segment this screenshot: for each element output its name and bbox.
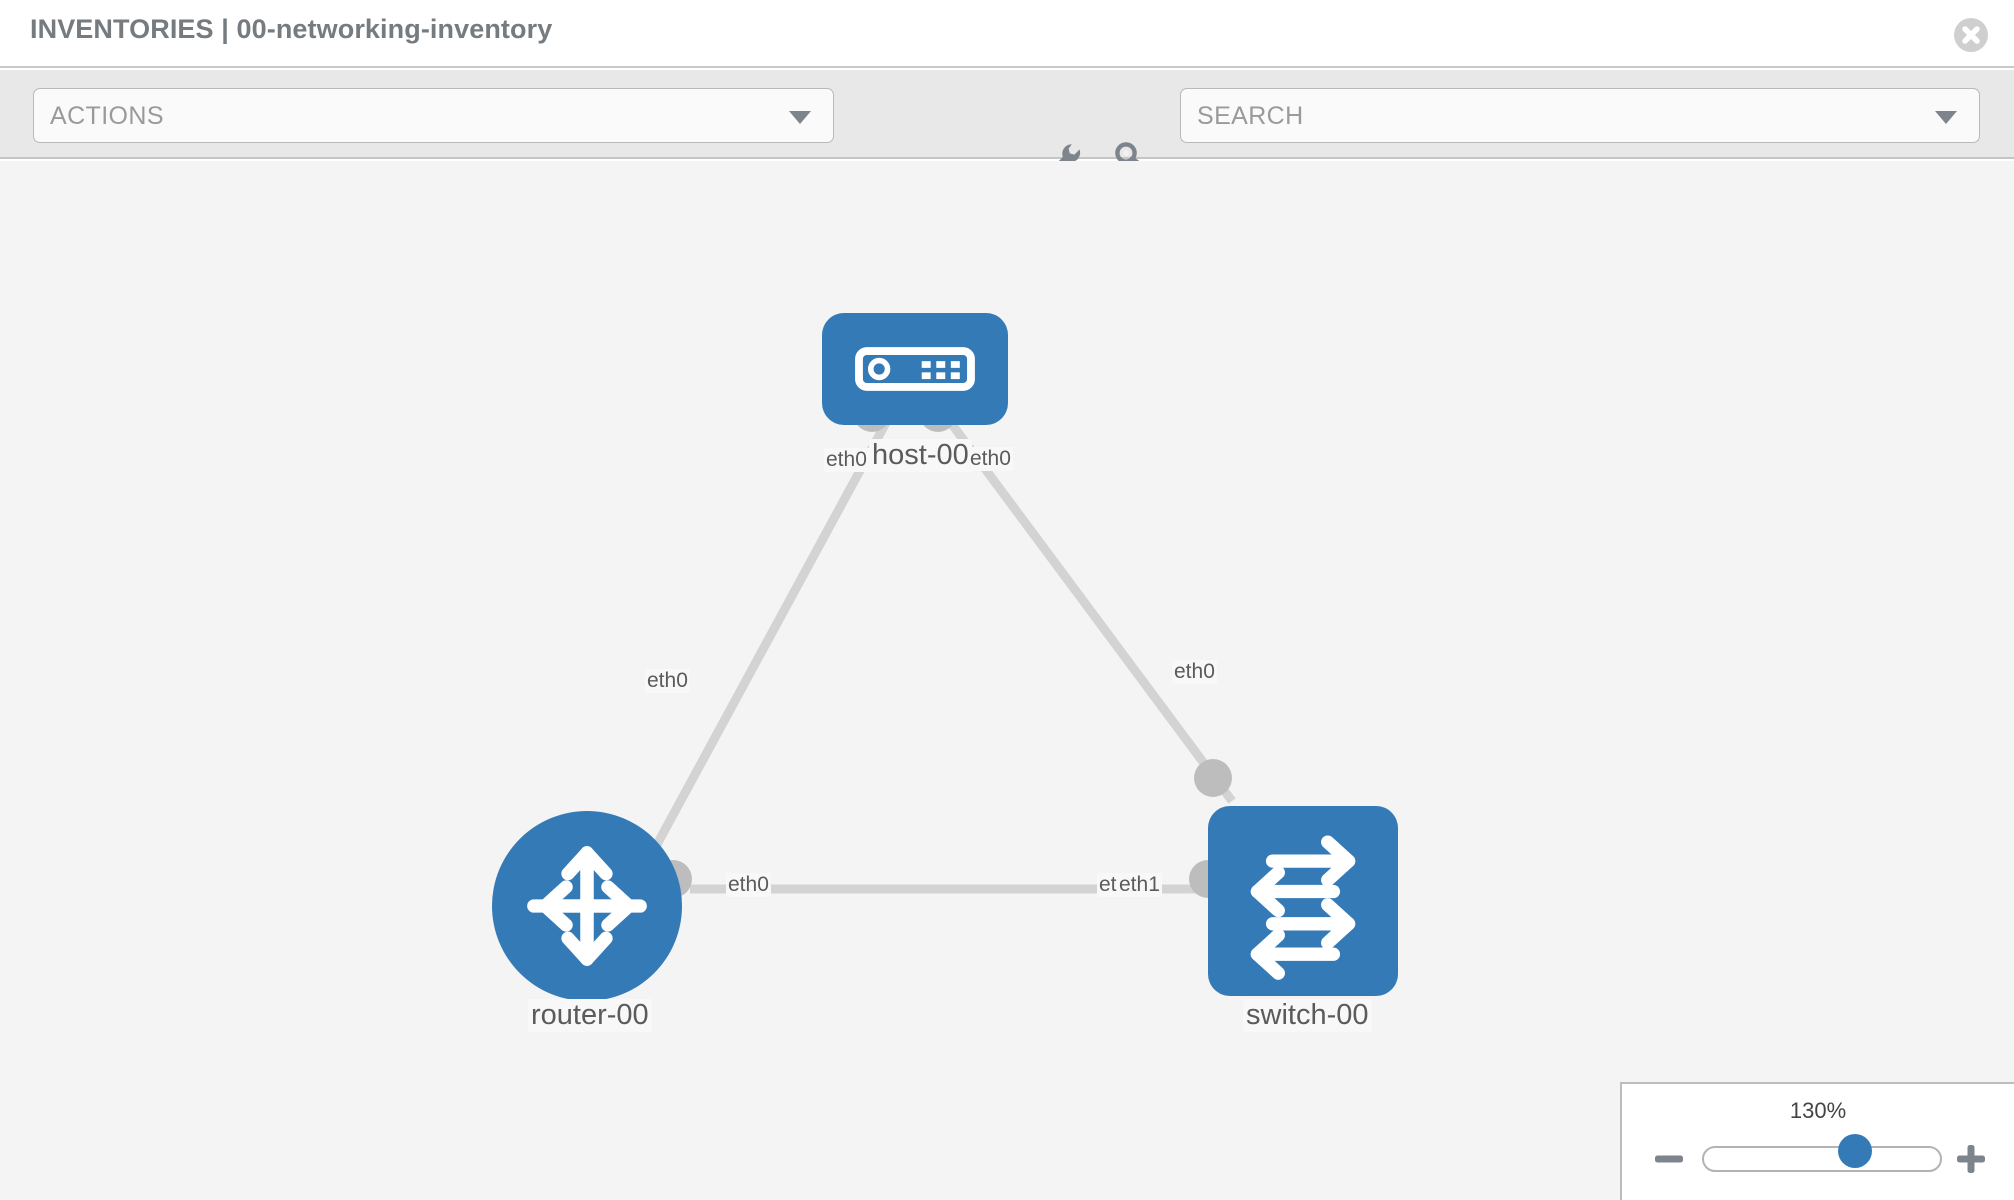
search-placeholder: SEARCH xyxy=(1197,102,1304,130)
zoom-percent-label: 130% xyxy=(1789,1098,1847,1123)
interface-label: eth0 xyxy=(1172,660,1217,684)
topology-node-host-00[interactable] xyxy=(822,313,1008,425)
interface-label: eth1 xyxy=(1117,873,1162,897)
node-label: switch-00 xyxy=(1243,999,1372,1032)
actions-dropdown-label: ACTIONS xyxy=(50,102,164,130)
plus-icon[interactable] xyxy=(1954,1142,1988,1176)
interface-label: eth0 xyxy=(726,873,771,897)
chevron-down-icon xyxy=(789,111,811,124)
node-shape[interactable] xyxy=(1208,806,1398,996)
close-icon[interactable] xyxy=(1954,18,1988,52)
node-shape[interactable] xyxy=(822,313,1008,425)
node-label: router-00 xyxy=(528,999,652,1032)
router-arrows-icon xyxy=(527,846,647,966)
title-bar: INVENTORIES | 00-networking-inventory xyxy=(0,0,2014,68)
node-port[interactable] xyxy=(1194,759,1232,797)
zoom-slider-track[interactable] xyxy=(1702,1146,1942,1172)
minus-icon[interactable] xyxy=(1652,1142,1686,1176)
topology-link[interactable] xyxy=(944,416,1236,804)
interface-label: eth0 xyxy=(968,447,1013,471)
topology-node-router-00[interactable] xyxy=(492,811,682,1001)
topology-canvas[interactable]: host-00 router-00 switch-00 eth0 eth0 eth0 et… xyxy=(0,161,2014,1200)
page-title: INVENTORIES | 00-networking-inventory xyxy=(30,14,553,44)
topology-link[interactable] xyxy=(644,416,892,864)
actions-dropdown[interactable]: ACTIONS xyxy=(33,88,834,143)
interface-label: eth0 xyxy=(645,669,690,693)
search-input[interactable]: SEARCH xyxy=(1180,88,1980,143)
switch-arrows-icon xyxy=(1250,835,1356,980)
node-label: host-00 xyxy=(869,439,972,472)
chevron-down-icon[interactable] xyxy=(1935,111,1957,124)
zoom-slider-thumb[interactable] xyxy=(1837,1134,1872,1168)
interface-label: eth0 xyxy=(824,448,869,472)
toolbar: ACTIONS SEARCH xyxy=(0,70,2014,174)
topology-node-switch-00[interactable] xyxy=(1208,806,1398,996)
zoom-control-panel: 130% xyxy=(1620,1082,2014,1200)
node-shape[interactable] xyxy=(492,811,682,1001)
server-icon xyxy=(855,347,975,391)
